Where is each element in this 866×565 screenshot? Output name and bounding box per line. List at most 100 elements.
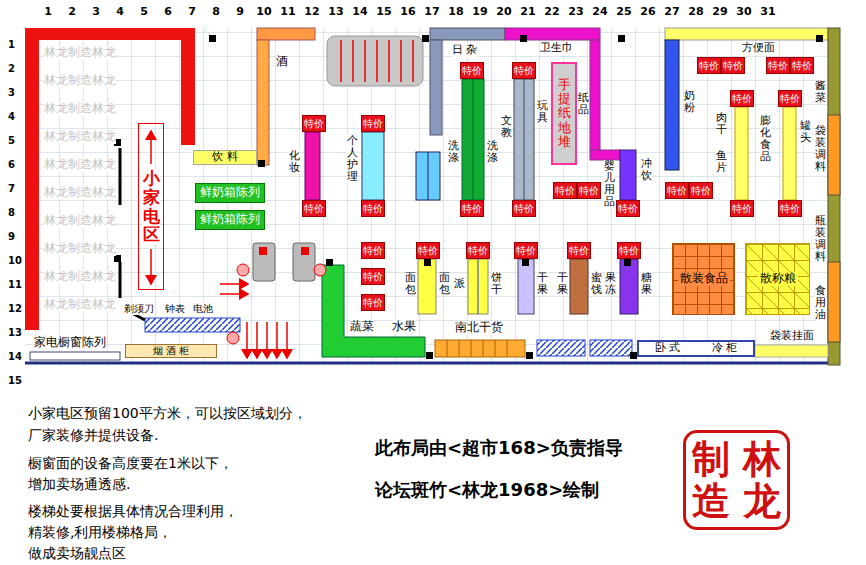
watermark: 林龙制造林龙 (44, 270, 116, 284)
freezer (590, 340, 632, 356)
shelf-divider (428, 152, 429, 200)
note-text: 精装修,利用楼梯格局， (28, 524, 172, 540)
area-label: 奶粉 (684, 90, 695, 114)
area-label: 酒 (276, 55, 288, 69)
watermark: 林龙制造林龙 (44, 46, 116, 60)
pillar (114, 255, 121, 262)
area-label: 食用油 (815, 285, 826, 321)
row-number: 4 (8, 111, 15, 123)
watermark: 林龙制造林龙 (44, 186, 116, 200)
area-label: 纸品 (578, 92, 589, 116)
pillar (624, 259, 631, 266)
axis-number: 19 (472, 6, 487, 19)
row-number: 15 (8, 375, 22, 387)
pillar (258, 160, 265, 167)
zone-arrow (150, 131, 152, 164)
shelf-band (590, 40, 600, 150)
node-text: 卧 式 (655, 342, 681, 355)
row-number: 6 (8, 159, 15, 171)
shelf (468, 259, 488, 314)
shelf-band (257, 40, 269, 165)
node-text: 散称粮 (758, 272, 798, 286)
promo-tag: 特价 (514, 242, 538, 259)
note-text: 此布局由<超市168>负责指导 (375, 438, 623, 459)
area-label: 蔬菜 (350, 320, 374, 334)
shelf-band (430, 40, 442, 135)
axis-number: 30 (736, 6, 751, 19)
node-text: 鲜奶箱陈列 (200, 186, 260, 200)
gate (253, 243, 275, 281)
shelf-band (665, 28, 828, 40)
node-text: 特价 (732, 93, 752, 105)
axis-number: 5 (140, 6, 148, 19)
node-text: 特价 (516, 245, 536, 257)
promo-tag: 特价 (697, 57, 721, 74)
promo-tag: 特价 (361, 242, 385, 259)
wall (181, 28, 195, 145)
floor-stack-box: 手提纸地堆 (551, 62, 577, 165)
node-text: 手提纸地堆 (558, 78, 571, 149)
pillar (426, 352, 433, 359)
axis-number: 27 (664, 6, 679, 19)
promo-tag: 特价 (778, 200, 802, 217)
axis-number: 23 (568, 6, 583, 19)
pillar (326, 259, 333, 266)
gate (293, 243, 315, 281)
flow-arrow (266, 322, 268, 358)
shelf (620, 150, 636, 200)
post (227, 332, 239, 344)
watermark: 林龙制造林龙 (44, 298, 116, 312)
area-label: 文教 (501, 115, 512, 139)
axis-number: 29 (712, 6, 727, 19)
shelf (620, 259, 638, 314)
node-text: 制造 (692, 438, 730, 522)
pillar (522, 259, 529, 266)
pillar (816, 35, 823, 42)
promo-tag: 特价 (790, 57, 814, 74)
shelf (416, 152, 440, 200)
pillar (526, 352, 533, 359)
node-text: 特价 (618, 203, 638, 215)
axis-number: 16 (400, 6, 415, 19)
node-text: 饮 料 (212, 151, 238, 164)
area-label: 面包 (439, 272, 450, 296)
area-label: 蜜饯 (591, 272, 602, 296)
node-text: 特价 (732, 203, 752, 215)
node-text: 特价 (363, 271, 383, 283)
produce-counter (322, 265, 425, 357)
row-number: 13 (8, 327, 22, 339)
shelf (305, 132, 320, 200)
bulk-grain-box: 散称粮 (745, 243, 810, 315)
area-label: 干果 (537, 272, 548, 296)
shelf (418, 259, 436, 314)
area-label: 南北干货 (455, 321, 503, 335)
row-number: 12 (8, 303, 22, 315)
axis-number: 8 (212, 6, 220, 19)
area-label: 水果 (392, 320, 416, 334)
area-label: 电池 (193, 303, 213, 315)
area-label: 玩具 (537, 100, 548, 124)
row-number: 8 (8, 207, 15, 219)
promo-tag: 特价 (512, 200, 536, 217)
node-text: 特价 (304, 118, 324, 130)
pillar (422, 35, 429, 42)
node-text: 特价 (363, 297, 383, 309)
promo-tag: 特价 (778, 90, 802, 107)
shelf-band (430, 28, 505, 40)
seal-stamp: 林龙制造 (683, 430, 790, 530)
shelf (518, 259, 534, 314)
shelf-band: 饮 料 (193, 150, 257, 165)
window-display (30, 352, 120, 360)
zone-box: 小家电区 (138, 123, 164, 290)
node-text: 特价 (792, 60, 812, 72)
axis-number: 25 (616, 6, 631, 19)
promo-tag: 特价 (616, 200, 640, 217)
area-label: 酱菜 (815, 80, 826, 104)
note-text: 厂家装修并提供设备. (28, 427, 158, 443)
promo-tag: 特价 (689, 182, 713, 199)
pillar (424, 259, 431, 266)
promo-tag: 特价 (416, 242, 440, 259)
wall-line (25, 362, 840, 365)
axis-number: 17 (424, 6, 439, 19)
